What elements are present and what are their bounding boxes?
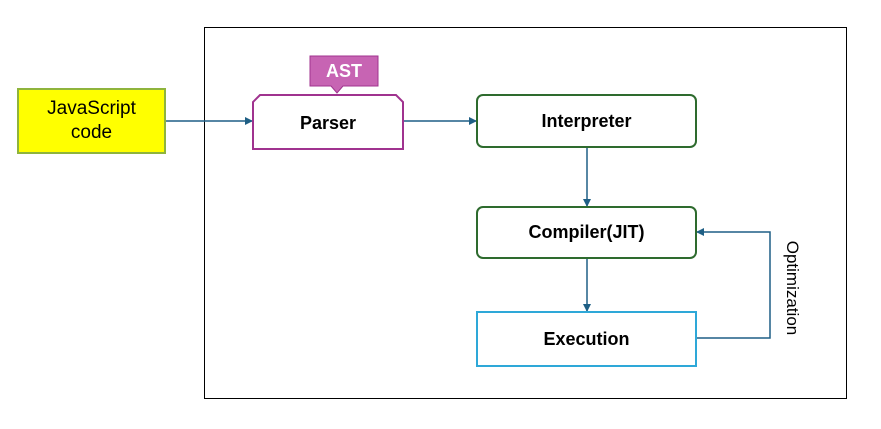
parser-box (252, 94, 404, 150)
javascript-code-label: JavaScript code (47, 98, 136, 143)
pipeline-frame (204, 27, 847, 399)
optimization-label: Optimization (783, 240, 802, 336)
compiler-label: Compiler(JIT) (528, 222, 645, 242)
javascript-code-box: JavaScript code (17, 88, 166, 154)
ast-label: AST (326, 60, 362, 81)
ast-node: AST (310, 56, 378, 86)
compiler-box: Compiler(JIT) (476, 206, 697, 259)
parser-label: Parser (299, 112, 357, 133)
interpreter-box: Interpreter (476, 94, 697, 148)
interpreter-label: Interpreter (541, 110, 632, 131)
execution-label: Execution (543, 328, 630, 349)
parser-node: Parser (252, 97, 404, 149)
execution-box: Execution (476, 311, 697, 367)
ast-tag (309, 55, 379, 94)
